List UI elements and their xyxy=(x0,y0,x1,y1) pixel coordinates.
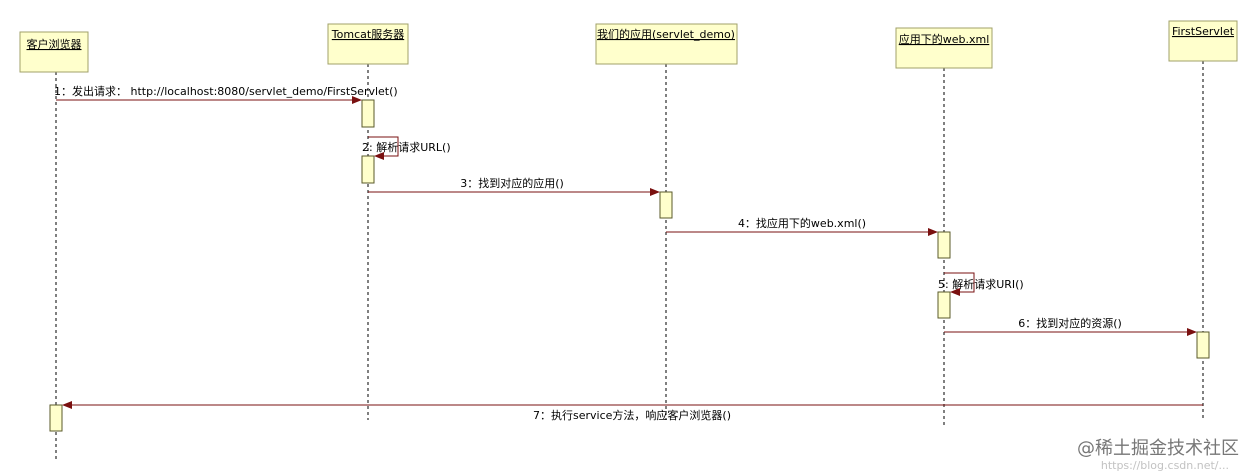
lifeline-webxml-box xyxy=(895,27,993,69)
message-4[interactable]: 4：找应用下的web.xml() xyxy=(666,216,938,236)
watermark-url: https://blog.csdn.net/... xyxy=(1100,459,1229,472)
message-4-arrowhead xyxy=(928,228,938,236)
activation-client xyxy=(49,404,63,432)
activation-tomcat-2 xyxy=(361,155,375,184)
lifeline-app-box xyxy=(595,23,738,65)
message-7-label: 7：执行service方法，响应客户浏览器() xyxy=(533,408,731,422)
activation-app xyxy=(659,191,673,219)
message-4-label: 4：找应用下的web.xml() xyxy=(738,216,866,230)
message-3-label: 3：找到对应的应用() xyxy=(460,176,564,190)
lifeline-webxml-title: 应用下的web.xml xyxy=(899,32,990,46)
lifeline-servlet-box xyxy=(1168,20,1238,62)
message-7-arrowhead xyxy=(62,401,72,409)
message-5-label: 5: 解析请求URI() xyxy=(938,277,1024,291)
lifeline-tomcat-box xyxy=(327,23,409,65)
message-5[interactable]: 5: 解析请求URI() xyxy=(938,272,1024,296)
message-2-line xyxy=(368,136,399,157)
message-6[interactable]: 6：找到对应的资源() xyxy=(944,316,1197,336)
message-2-label: 2: 解析请求URL() xyxy=(362,140,451,154)
activation-tomcat-1 xyxy=(361,99,375,128)
lifeline-tomcat-title: Tomcat服务器 xyxy=(331,28,404,41)
lifeline-servlet-title: FirstServlet xyxy=(1172,25,1235,38)
message-1-arrowhead xyxy=(352,96,362,104)
message-3-arrowhead xyxy=(650,188,660,196)
lifeline-client[interactable]: 客户浏览器 xyxy=(19,31,89,73)
lifeline-client-box xyxy=(19,31,89,73)
message-6-arrowhead xyxy=(1187,328,1197,336)
message-5-line xyxy=(944,272,975,293)
message-2[interactable]: 2: 解析请求URL() xyxy=(362,136,451,160)
lifeline-client-title: 客户浏览器 xyxy=(27,37,82,51)
lifeline-app[interactable]: 我们的应用(servlet_demo) xyxy=(595,23,738,65)
message-1-label: 1：发出请求： http://localhost:8080/servlet_de… xyxy=(54,84,398,98)
activation-webxml-2 xyxy=(937,291,951,319)
lifeline-tomcat[interactable]: Tomcat服务器 xyxy=(327,23,409,65)
watermark-brand: @稀土掘金技术社区 xyxy=(1077,438,1239,459)
lifeline-webxml[interactable]: 应用下的web.xml xyxy=(895,27,993,69)
message-3[interactable]: 3：找到对应的应用() xyxy=(368,176,660,196)
activation-servlet xyxy=(1196,331,1210,359)
activation-webxml-1 xyxy=(937,231,951,259)
message-6-label: 6：找到对应的资源() xyxy=(1018,316,1122,330)
lifeline-app-title: 我们的应用(servlet_demo) xyxy=(597,27,735,41)
lifeline-servlet[interactable]: FirstServlet xyxy=(1168,20,1238,62)
message-2-arrowhead xyxy=(374,152,384,160)
message-1[interactable]: 1：发出请求： http://localhost:8080/servlet_de… xyxy=(54,84,398,104)
message-5-arrowhead xyxy=(950,288,960,296)
message-7[interactable]: 7：执行service方法，响应客户浏览器() xyxy=(62,401,1203,422)
